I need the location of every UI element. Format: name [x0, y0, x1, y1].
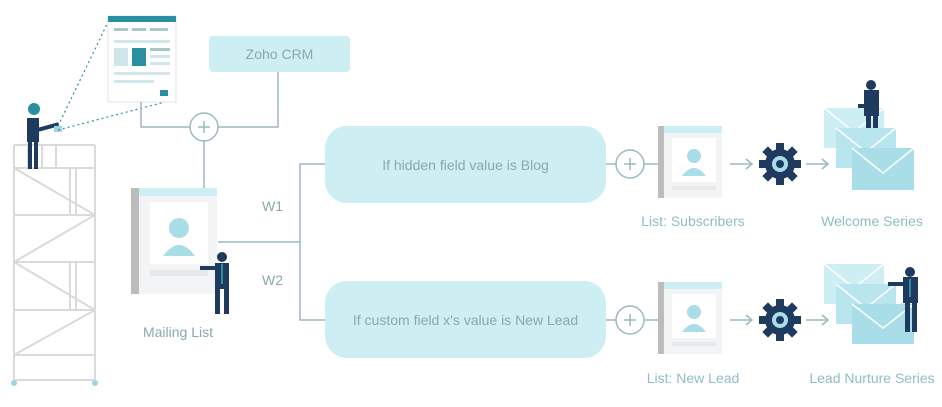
condition-box-2: If custom field x's value is New Lead	[325, 281, 606, 358]
crm-label: Zoho CRM	[245, 46, 314, 62]
gear-icon	[759, 143, 801, 185]
form-page-icon	[107, 15, 177, 103]
series-label-1: Welcome Series	[821, 213, 923, 229]
weight-label-1: W1	[262, 198, 283, 214]
condition-1-text: If hidden field value is Blog	[382, 156, 549, 173]
plus-icon	[615, 305, 645, 335]
envelope-icon	[823, 263, 915, 344]
mailing-list-label: Mailing List	[142, 324, 214, 340]
condition-box-bg	[325, 126, 606, 203]
person-icon	[27, 103, 62, 169]
person-icon	[858, 80, 879, 128]
person-icon	[888, 267, 918, 332]
condition-box-1: If hidden field value is Blog	[325, 126, 606, 203]
crm-box: Zoho CRM	[209, 36, 350, 72]
plus-icon	[189, 112, 219, 142]
series-label-2: Lead Nurture Series	[809, 370, 935, 386]
condition-2-text: If custom field x's value is New Lead	[352, 311, 579, 328]
wheel-icon	[11, 380, 17, 386]
list-label-1: List: Subscribers	[641, 213, 745, 229]
person-icon	[200, 252, 229, 314]
contact-card-icon	[131, 188, 217, 294]
contact-card-icon	[658, 282, 722, 354]
connector-lines	[140, 72, 658, 321]
contact-card-icon	[658, 126, 722, 198]
gear-icon	[759, 299, 801, 341]
envelope-icon	[823, 107, 915, 190]
list-label-2: List: New Lead	[646, 370, 740, 386]
scaffold-icon	[13, 144, 96, 382]
plus-icon	[615, 149, 645, 179]
condition-box-bg	[325, 281, 606, 358]
arrow-right-icon	[730, 158, 830, 326]
wheel-icon	[92, 380, 98, 386]
projection-line	[57, 101, 166, 131]
projection-line	[57, 21, 109, 127]
weight-label-2: W2	[262, 272, 283, 288]
